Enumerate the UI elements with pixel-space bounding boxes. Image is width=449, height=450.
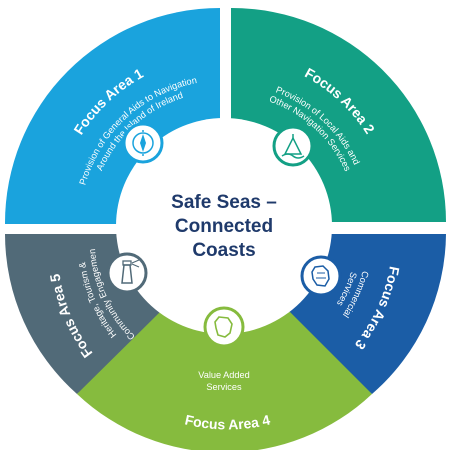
- segment-4-title: Focus Area 4: [183, 411, 271, 432]
- ireland-shape-icon: [203, 306, 245, 348]
- segment-4-desc-line-2: Services: [206, 382, 242, 392]
- center-title-line-2: Connected: [175, 216, 273, 237]
- segment-4: [77, 312, 372, 450]
- map-ireland-icon: [300, 255, 342, 297]
- center-circle: [116, 118, 332, 334]
- center-title-line-3: Coasts: [192, 240, 255, 261]
- compass-icon: [122, 122, 164, 164]
- center-title-line-1: Safe Seas –: [171, 192, 277, 213]
- segment-4-desc-line-1: Value Added: [198, 370, 249, 380]
- lighthouse-icon: [106, 252, 148, 294]
- buoy-icon: [272, 125, 314, 167]
